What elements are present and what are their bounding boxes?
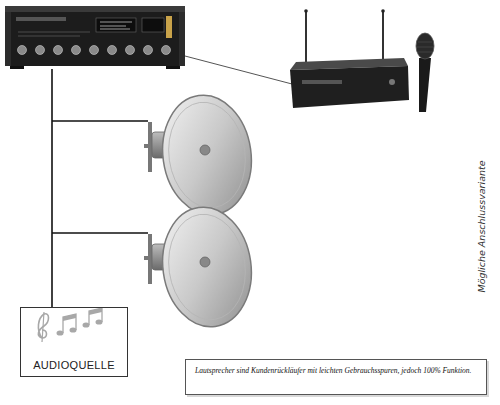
amplifier-foot: [166, 66, 180, 69]
amplifier: [5, 6, 185, 69]
speaker-cable: [52, 120, 148, 122]
amplifier-ear: [5, 12, 11, 66]
receiver-knob: [389, 79, 395, 85]
note-text: Lautsprecher sind Kundenrückläufer mit l…: [195, 366, 477, 376]
audio-source-box: AUDIOQUELLE: [20, 307, 128, 377]
amplifier-body: [5, 6, 185, 66]
music-icon: [38, 308, 102, 342]
amplifier-foot: [10, 66, 24, 69]
amplifier-top: [5, 6, 185, 12]
antenna-tip: [304, 9, 308, 13]
amplifier-display-lines: [100, 22, 132, 29]
clef-stem: [42, 312, 44, 342]
horn-speaker: [144, 201, 259, 332]
antenna: [382, 12, 384, 62]
main-cable: [51, 69, 53, 307]
amplifier-display: [96, 18, 136, 32]
amplifier-badge: [16, 17, 66, 21]
receiver-front: [290, 66, 409, 108]
amplifier-panel-lines: [18, 32, 90, 36]
note-beam: [89, 308, 102, 315]
speaker-cable: [52, 232, 148, 234]
amplifier-knobs: [18, 46, 171, 55]
amplifier-ear: [179, 12, 185, 66]
audio-source-label: AUDIOQUELLE: [33, 359, 115, 371]
microphone-mesh: [417, 42, 433, 52]
antenna: [305, 12, 307, 64]
handheld-microphone: [416, 33, 434, 112]
antenna-tip: [381, 9, 385, 13]
receiver-cable: [185, 56, 292, 84]
horn-speaker: [144, 89, 259, 220]
note-stems: [89, 308, 102, 325]
amplifier-meter-bar: [166, 16, 172, 38]
microphone-handle: [419, 58, 431, 112]
receiver-panel: [302, 80, 342, 84]
note-beam: [63, 314, 76, 321]
microphone-head: [416, 33, 434, 59]
amplifier-meter: [142, 18, 164, 32]
note-stems: [63, 314, 76, 333]
note-box: Lautsprecher sind Kundenrückläufer mit l…: [185, 359, 487, 395]
wireless-receiver: [290, 9, 409, 108]
side-note: Mögliche Anschlussvariante: [475, 160, 486, 292]
